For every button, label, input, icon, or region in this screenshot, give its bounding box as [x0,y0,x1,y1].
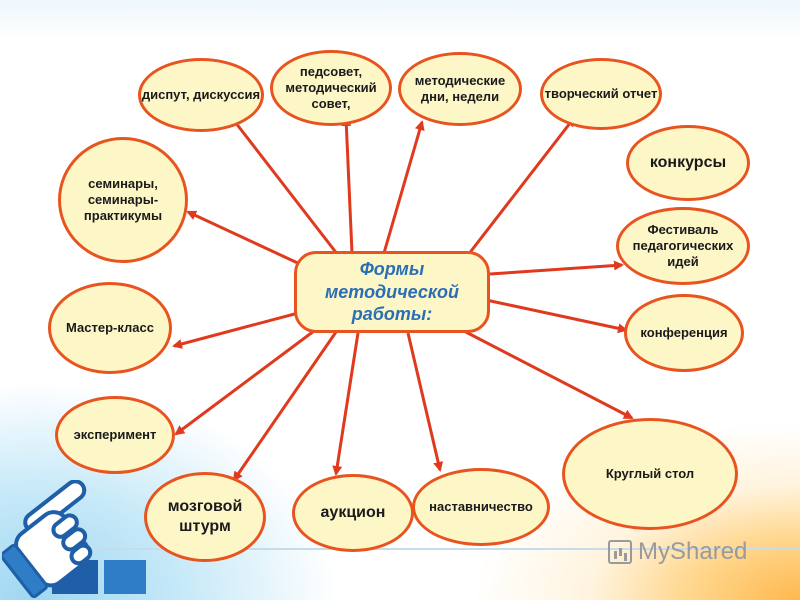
connector-arrow [489,260,624,276]
node-label: конференция [640,324,728,340]
node-dispute: диспут, дискуссия [138,58,264,132]
node-label: Мастер-класс [66,319,154,335]
node-label: Фестиваль педагогических идей [632,221,734,270]
connector-arrow [174,326,319,436]
connector-arrow [232,331,338,482]
connector-arrow [332,332,360,476]
footer-stripe [0,548,800,550]
pointing-hand-icon [2,480,93,598]
node-creative-report: творческий отчет [540,58,662,130]
node-brainstorm: мозговой штурм [144,472,266,562]
node-label: Круглый стол [605,465,695,481]
connector-arrow [186,210,303,267]
node-label: мозговой штурм [167,498,243,535]
connector-arrow [406,332,444,472]
node-conference: конференция [624,294,744,372]
node-label: творческий отчет [544,85,658,101]
background-top [0,0,800,40]
connector-arrow [230,116,340,256]
node-label: методические дни, недели [414,72,506,104]
connector-arrow [341,116,354,254]
watermark: MyShared [608,538,747,566]
node-label: эксперимент [73,426,157,442]
node-label: семинары, семинары-практикумы [83,175,163,224]
node-master-class: Мастер-класс [48,282,172,374]
node-label: аукцион [320,504,386,521]
node-contests: конкурсы [626,125,750,201]
node-round-table: Круглый стол [562,418,738,530]
node-pedsovet: педсовет, методический совет, [270,50,392,126]
node-method-days: методические дни, недели [398,52,522,126]
node-label: конкурсы [649,154,727,171]
footer-square [104,560,146,594]
node-seminars: семинары, семинары-практикумы [58,137,188,263]
connector-arrow [382,120,425,254]
watermark-text: MyShared [638,538,748,565]
central-topic-label: Формы методической работы: [324,259,460,325]
node-label: диспут, дискуссия [141,86,261,102]
node-label: педсовет, методический совет, [285,63,377,112]
node-mentoring: наставничество [412,468,550,546]
node-festival: Фестиваль педагогических идей [616,207,750,285]
central-topic: Формы методической работы: [294,251,490,333]
presentation-chart-icon [608,540,632,564]
node-auction: аукцион [292,474,414,552]
connector-arrow [172,310,303,349]
node-experiment: эксперимент [55,396,175,474]
connector-arrow [461,328,634,420]
node-label: наставничество [429,498,533,514]
connector-arrow [466,116,576,256]
connector-arrow [485,298,628,334]
